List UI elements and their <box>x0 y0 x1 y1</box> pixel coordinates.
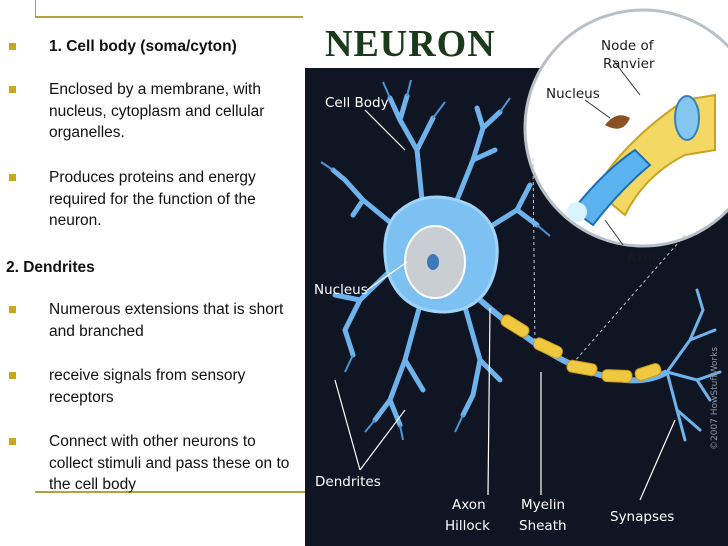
label-myelin: Myelin <box>521 497 565 513</box>
label-axon: Axon <box>452 497 486 513</box>
page-title: NEURON <box>325 23 496 65</box>
bullet-text: Enclosed by a membrane, with nucleus, cy… <box>49 81 265 141</box>
schwann-nucleus <box>605 115 630 129</box>
bullet-icon <box>9 174 16 181</box>
dendrite-fine-branches <box>320 79 551 441</box>
label-dendrites: Dendrites <box>315 474 381 490</box>
label-hillock: Hillock <box>445 518 490 534</box>
synapse-terminals <box>665 288 722 442</box>
top-rule <box>35 16 303 18</box>
neuron-diagram: Cell Body Nucleus Dendrites Axon Hillock… <box>305 0 728 546</box>
bullet-icon <box>9 86 16 93</box>
label-cell-body: Cell Body <box>325 95 389 111</box>
bullet-text: receive signals from sensory receptors <box>49 367 246 406</box>
bullet-icon <box>9 43 16 50</box>
label-nucleus: Nucleus <box>314 282 368 298</box>
magnified-inset <box>523 8 728 248</box>
bullet-icon <box>9 306 16 313</box>
dendrites <box>330 93 540 428</box>
inset-label-ranvier: Ranvier <box>603 56 655 72</box>
myelin-sheath <box>500 314 662 383</box>
bullet-text: Numerous extensions that is short and br… <box>49 301 284 340</box>
text-pane: 1. Cell body (soma/cyton) Enclosed by a … <box>0 0 305 546</box>
label-sheath: Sheath <box>519 518 567 534</box>
label-synapses: Synapses <box>610 509 674 525</box>
inset-label-nucleus: Nucleus <box>546 86 600 102</box>
bullet-text: Connect with other neurons to collect st… <box>49 433 290 493</box>
inset-label-axon: Axon <box>627 250 661 266</box>
inset-label-node-of: Node of <box>601 38 655 54</box>
left-vertical-rule <box>35 0 36 18</box>
section-heading-cell-body: 1. Cell body (soma/cyton) <box>49 38 237 55</box>
bullet-icon <box>9 438 16 445</box>
axon-core <box>571 148 652 227</box>
bullet-text: Produces proteins and energy required fo… <box>49 169 256 229</box>
section-heading-dendrites: 2. Dendrites <box>6 259 95 276</box>
bottom-rule <box>35 491 305 493</box>
copyright-text: ©2007 HowStuffWorks <box>710 347 720 450</box>
bullet-icon <box>9 372 16 379</box>
nucleolus <box>427 254 439 270</box>
